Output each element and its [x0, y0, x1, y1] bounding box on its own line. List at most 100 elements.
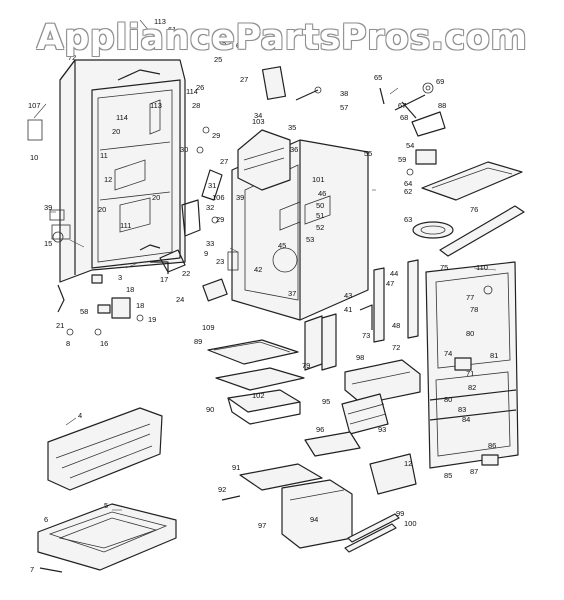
callout-18a: 18	[126, 285, 134, 294]
fresh-food-liner	[425, 261, 519, 469]
callout-85: 85	[444, 471, 452, 480]
callout-111: 111	[120, 221, 131, 230]
callout-6: 6	[44, 515, 48, 524]
callout-8: 8	[66, 339, 70, 348]
callout-52: 52	[316, 223, 324, 232]
callout-73: 73	[362, 331, 370, 340]
callout-41: 41	[344, 305, 352, 314]
callout-60: 60	[236, 41, 244, 50]
center-small-parts	[159, 126, 239, 302]
callout-7: 7	[30, 565, 34, 574]
callout-86: 86	[488, 441, 496, 450]
callout-74: 74	[444, 349, 452, 358]
freezer-shelf-upper	[207, 339, 299, 365]
callout-106: 106	[212, 193, 225, 202]
callout-24: 24	[176, 295, 184, 304]
callout-31: 31	[208, 181, 216, 190]
callout-18b: 18	[136, 301, 144, 310]
callout-32: 32	[206, 203, 214, 212]
callout-36: 36	[290, 145, 298, 154]
callout-25: 25	[214, 55, 222, 64]
callout-46: 46	[318, 189, 326, 198]
callout-103: 103	[252, 117, 265, 126]
callout-59: 59	[398, 155, 406, 164]
callout-15b: 15	[218, 39, 226, 48]
callout-93: 93	[378, 425, 386, 434]
callout-67: 67	[398, 101, 406, 110]
callout-113: 113	[154, 17, 166, 26]
left-small-parts	[57, 244, 169, 336]
callout-29a: 29	[212, 131, 220, 140]
crisper-drawer	[239, 463, 353, 549]
callout-55: 55	[364, 149, 372, 158]
callout-30: 30	[180, 145, 188, 154]
callout-19: 19	[148, 315, 156, 324]
callout-9: 9	[204, 249, 208, 258]
callout-20b: 20	[98, 205, 106, 214]
callout-47: 47	[386, 279, 394, 288]
callout-90: 90	[206, 405, 214, 414]
callout-69: 69	[436, 77, 444, 86]
ice-bin	[344, 359, 421, 405]
callout-27a: 27	[220, 157, 228, 166]
callout-84: 84	[462, 415, 470, 424]
callout-71: 71	[466, 369, 474, 378]
callout-50: 50	[316, 201, 324, 210]
callout-83: 83	[458, 405, 466, 414]
callout-64: 64	[404, 179, 412, 188]
freezer-shelf-middle	[215, 367, 305, 425]
callout-29b: 29	[216, 215, 224, 224]
callout-100: 100	[404, 519, 417, 528]
callout-12: 12	[104, 175, 112, 184]
callout-89: 89	[194, 337, 202, 346]
ice-tray	[341, 393, 389, 435]
callout-75: 75	[440, 263, 448, 272]
callout-68: 68	[400, 113, 408, 122]
callout-113b: 113	[150, 101, 162, 110]
callout-81: 81	[490, 351, 498, 360]
callout-labels: 113 107 10 39 15 21 8 16 3 18 19 17 18 5…	[28, 17, 498, 574]
callout-44: 44	[390, 269, 398, 278]
callout-72a: 72	[68, 53, 76, 62]
wire-shelf-small	[304, 431, 417, 495]
callout-98: 98	[356, 353, 364, 362]
callout-57: 57	[340, 103, 348, 112]
callout-79: 79	[302, 361, 310, 370]
toe-grille	[47, 407, 163, 491]
callout-82: 82	[468, 383, 476, 392]
callout-109: 109	[202, 323, 215, 332]
callout-28: 28	[192, 101, 200, 110]
callout-76: 76	[470, 205, 478, 214]
callout-3: 3	[118, 273, 122, 282]
callout-78: 78	[470, 305, 478, 314]
callout-72b: 72	[392, 343, 400, 352]
callout-10: 10	[30, 153, 38, 162]
callout-94: 94	[310, 515, 318, 524]
shelf-rails	[304, 259, 419, 371]
callout-26a: 26	[196, 83, 204, 92]
callout-15: 15	[44, 239, 52, 248]
door-liner-assembly	[27, 59, 186, 283]
callout-102a: 102	[252, 391, 265, 400]
callout-58: 58	[80, 307, 88, 316]
callout-65: 65	[374, 73, 382, 82]
callout-99: 99	[396, 509, 404, 518]
callout-110a: 110	[476, 263, 488, 272]
drawer-rails	[221, 495, 400, 553]
callout-107: 107	[28, 101, 41, 110]
callout-leaders	[33, 19, 497, 511]
callout-88: 88	[438, 101, 446, 110]
callout-5: 5	[104, 501, 108, 510]
callout-96: 96	[316, 425, 324, 434]
evaporator-cover	[201, 66, 322, 201]
callout-114b: 114	[186, 87, 198, 96]
callout-33: 33	[206, 239, 214, 248]
callout-87: 87	[470, 467, 478, 476]
callout-4: 4	[78, 411, 82, 420]
callout-63: 63	[404, 215, 412, 224]
callout-21: 21	[56, 321, 64, 330]
refrigerator-shelf	[412, 161, 525, 257]
callout-20a: 20	[112, 127, 120, 136]
callout-42: 42	[254, 265, 262, 274]
